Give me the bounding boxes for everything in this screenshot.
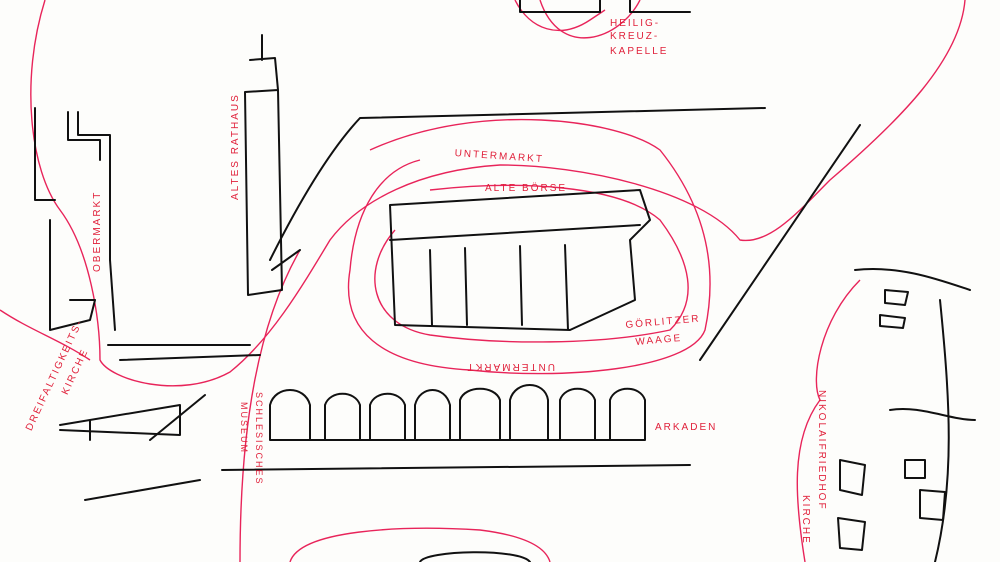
label-nikolaifriedhof: NIKOLAIFRIEDHOF <box>816 390 827 511</box>
label-schlesisches-museum-2: MUSEUM <box>239 402 249 454</box>
label-heilig-kreuz-kapelle-1: HEILIG- <box>610 18 661 29</box>
label-untermarkt-bottom: UNTERMARKT <box>465 361 555 372</box>
ink-lines <box>34 0 976 562</box>
label-alte-boerse: ALTE BÖRSE <box>485 183 568 194</box>
label-arkaden: ARKADEN <box>655 422 718 433</box>
label-nikolaikirche: KIRCHE <box>800 495 811 545</box>
label-altes-rathaus: ALTES RATHAUS <box>230 93 241 200</box>
label-heilig-kreuz-kapelle-2: KREUZ- <box>610 31 660 42</box>
label-heilig-kreuz-kapelle-3: KAPELLE <box>610 46 669 57</box>
label-obermarkt: OBERMARKT <box>92 190 103 272</box>
label-schlesisches-museum-1: SCHLESISCHES <box>254 392 264 486</box>
